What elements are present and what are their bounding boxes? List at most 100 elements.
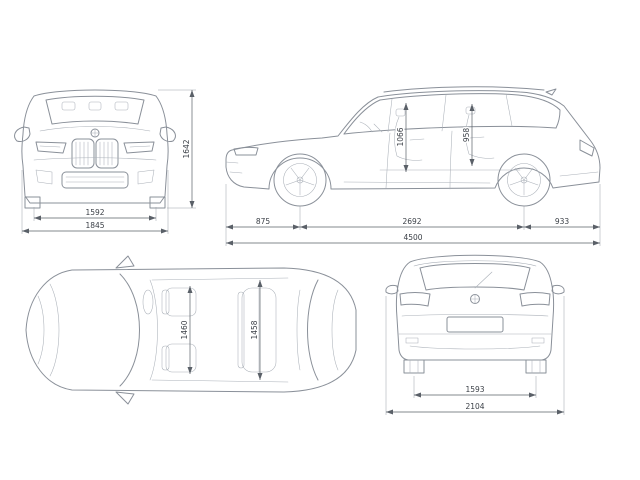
beltline	[343, 125, 557, 135]
a-pillar	[343, 99, 381, 135]
roundel-cross	[90, 128, 100, 138]
seat-passenger	[165, 343, 197, 373]
dim-label-rear-track: 1593	[465, 385, 484, 394]
b-pillar	[441, 94, 447, 132]
hood-crease	[39, 126, 151, 132]
front-view-drawing	[14, 89, 176, 209]
corner-inlet-left	[35, 169, 53, 185]
headlight-right-detail	[129, 145, 151, 148]
rear-wiper	[474, 271, 493, 289]
roof-front-edge	[149, 279, 158, 381]
front-view-dimensions: 1592 1845 1642	[21, 89, 196, 234]
hatch-edge	[331, 289, 339, 371]
corner-inlet-right	[137, 169, 155, 185]
headlight-right	[123, 141, 155, 154]
seat-passenger-back	[161, 345, 170, 371]
front-wheel-left	[24, 196, 41, 209]
mirror-plan-top	[115, 255, 135, 269]
vent-divider	[387, 98, 393, 133]
rear-bench-back	[237, 291, 245, 369]
grille-slats	[75, 141, 113, 166]
rear-window	[419, 263, 531, 291]
bumper-line	[33, 157, 157, 161]
seat-driver-back	[161, 289, 170, 315]
rear-mirror-left	[385, 284, 399, 295]
quarter-window	[517, 94, 561, 129]
rear-mirror-right	[551, 284, 565, 295]
cargo-line	[296, 289, 301, 371]
mirror-right	[159, 126, 176, 142]
intake-mesh	[65, 176, 125, 183]
top-view-drawing	[25, 255, 357, 405]
reflector-left	[405, 337, 419, 344]
side-view-drawing	[225, 86, 601, 207]
wheel-treads	[409, 359, 541, 374]
mirror-left	[14, 126, 31, 142]
side-view-dimensions: 1066 958 875 2692 933 4500	[225, 103, 601, 246]
taillight-side	[579, 139, 595, 157]
front-view: 1592 1845 1642	[14, 89, 196, 234]
seat-rear	[465, 114, 495, 159]
rear-wheel-left	[403, 359, 425, 374]
kidney-grille-right	[95, 138, 119, 169]
front-spokes	[285, 167, 315, 196]
extension-lines	[225, 184, 601, 246]
windshield-plan	[119, 273, 140, 387]
dashboard	[359, 121, 383, 133]
dim-label-rear-overall-width: 2104	[465, 402, 484, 411]
rear-view: 1593 2104	[385, 254, 565, 415]
taillight-left	[399, 292, 431, 307]
rear-roundel-cross	[470, 294, 480, 304]
roof-spoiler	[413, 260, 537, 267]
top-view: 1460 1458	[25, 255, 357, 405]
extension-lines	[21, 89, 196, 234]
steering-wheel-plan	[142, 289, 154, 315]
rear-view-drawing	[385, 254, 565, 374]
rear-bumper-crease	[559, 171, 599, 177]
taillight-right	[519, 292, 551, 307]
diffuser-line	[409, 345, 541, 350]
seat-rear-headrest	[465, 106, 476, 115]
dim-label-rear-overhang: 933	[555, 217, 570, 226]
dim-label-interior-width-rear: 1458	[250, 320, 259, 339]
rocker-line	[343, 181, 491, 184]
seat-driver	[165, 287, 197, 317]
lower-intake	[61, 171, 129, 189]
kidney-grille-left	[71, 138, 95, 169]
headrest-right	[114, 101, 129, 111]
seat-front	[394, 116, 423, 161]
rear-view-dimensions: 1593 2104	[385, 296, 565, 415]
front-rim	[283, 163, 317, 197]
c-pillar	[505, 93, 513, 127]
rear-spokes	[509, 167, 539, 196]
headrest-center	[88, 101, 102, 111]
rear-wheel-right	[525, 359, 547, 374]
reflector-right	[531, 337, 545, 344]
license-plate	[446, 316, 504, 333]
side-headlight	[233, 146, 259, 156]
side-view: 1066 958 875 2692 933 4500	[225, 86, 601, 246]
dim-label-interior-height-front: 1066	[396, 127, 405, 146]
rear-window-plan	[307, 279, 319, 381]
dim-label-overall-height: 1642	[182, 139, 191, 158]
headlight-left	[35, 141, 67, 154]
seat-front-headrest	[395, 108, 406, 117]
top-silhouette	[25, 267, 357, 393]
top-view-dimensions: 1460 1458	[179, 280, 263, 380]
antenna-fin	[545, 88, 557, 96]
dim-label-overall-width: 1845	[85, 221, 104, 230]
front-bumper-detail	[225, 161, 243, 174]
mirror-plan-bottom	[115, 391, 135, 405]
dim-label-front-track: 1592	[85, 208, 104, 217]
dim-label-wheelbase: 2692	[402, 217, 421, 226]
headrest-left	[61, 101, 76, 111]
headlight-left-detail	[39, 145, 61, 148]
roof-rail	[383, 86, 545, 93]
door-handles	[409, 136, 485, 141]
side-silhouette	[225, 90, 601, 190]
dim-label-interior-width-front: 1460	[180, 320, 189, 339]
front-wheel-right	[149, 196, 166, 209]
nose-contours	[37, 283, 60, 377]
